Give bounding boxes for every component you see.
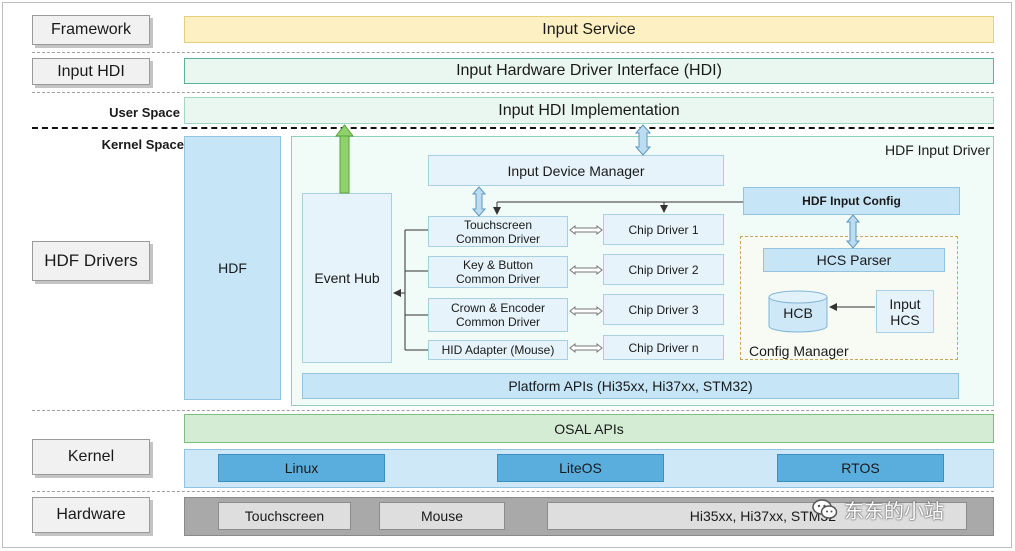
touchscreen-common-driver: Touchscreen Common Driver	[428, 216, 568, 247]
hdf-block: HDF	[184, 136, 281, 400]
watermark: 东东的小站	[812, 494, 987, 524]
input-device-manager: Input Device Manager	[428, 155, 724, 186]
hdf-input-config: HDF Input Config	[743, 187, 960, 215]
chip-driver-1: Chip Driver 1	[603, 214, 724, 245]
user-kernel-boundary	[32, 127, 994, 129]
chip-driver-2: Chip Driver 2	[603, 254, 724, 285]
hcb-label: HCB	[783, 305, 813, 321]
hw-touchscreen: Touchscreen	[218, 502, 351, 530]
os-liteos: LiteOS	[497, 454, 664, 482]
layer-hardware: Hardware	[32, 497, 150, 533]
separator	[32, 92, 994, 93]
input-hdi-row: Input Hardware Driver Interface (HDI)	[184, 58, 994, 84]
hdf-input-driver-label: HDF Input Driver	[884, 142, 990, 158]
separator	[32, 410, 994, 411]
input-hcs: Input HCS	[876, 290, 934, 333]
separator	[32, 491, 994, 492]
separator	[32, 52, 994, 53]
chip-driver-3: Chip Driver 3	[603, 294, 724, 325]
wechat-icon	[812, 498, 838, 520]
chip-driver-n: Chip Driver n	[603, 335, 724, 360]
key-button-common-driver: Key & Button Common Driver	[428, 256, 568, 288]
layer-hdf-drivers: HDF Drivers	[32, 241, 150, 281]
user-space-label: User Space	[109, 105, 180, 120]
config-manager-label: Config Manager	[749, 343, 849, 359]
crown-encoder-common-driver: Crown & Encoder Common Driver	[428, 298, 568, 332]
os-rtos: RTOS	[777, 454, 944, 482]
layer-kernel: Kernel	[32, 439, 150, 475]
kernel-space-label: Kernel Space	[101, 137, 184, 152]
input-service: Input Service	[184, 16, 994, 43]
input-hdi-implementation: Input HDI Implementation	[184, 97, 994, 124]
layer-input-hdi: Input HDI	[32, 58, 150, 85]
platform-apis: Platform APIs (Hi35xx, Hi37xx, STM32)	[302, 373, 959, 399]
watermark-text: 东东的小站	[844, 498, 944, 523]
osal-apis: OSAL APIs	[184, 414, 994, 443]
os-linux: Linux	[218, 454, 385, 482]
hw-soc: Hi35xx, Hi37xx, STM32	[547, 502, 967, 530]
hid-adapter-mouse: HID Adapter (Mouse)	[428, 340, 568, 360]
hcs-parser: HCS Parser	[763, 248, 945, 272]
hw-mouse: Mouse	[379, 502, 505, 530]
layer-framework: Framework	[32, 15, 150, 45]
event-hub: Event Hub	[302, 193, 392, 363]
